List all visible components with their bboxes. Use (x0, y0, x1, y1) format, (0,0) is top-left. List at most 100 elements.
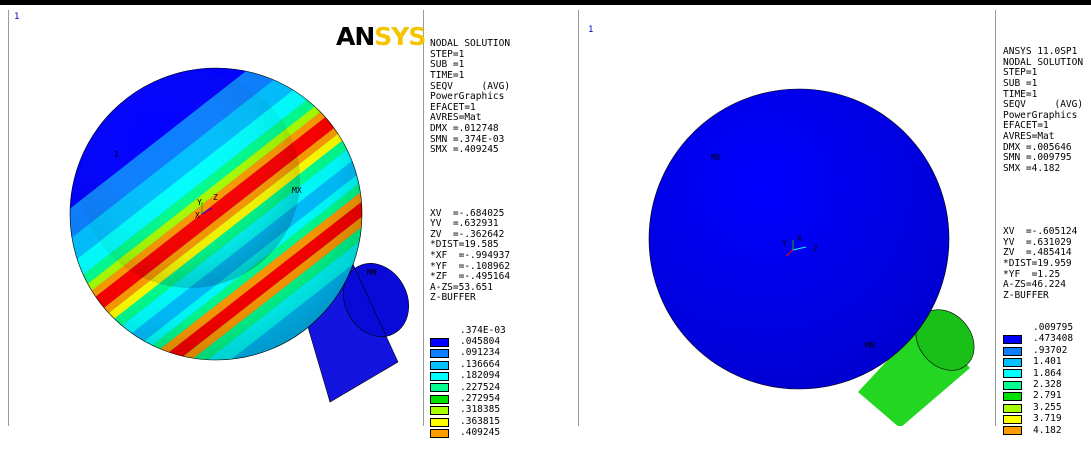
right-contour-value: 1.401 (1033, 356, 1062, 368)
right-contour-swatch (1003, 392, 1022, 402)
right-view-line: A-ZS=46.224 (1003, 279, 1066, 291)
right-sphere (648, 88, 950, 390)
left-window-number: 1 (14, 12, 20, 22)
right-contour-value: 1.864 (1033, 367, 1062, 379)
left-view-line: *DIST=19.585 (430, 239, 499, 251)
left-contour-level: .374E-03 (430, 325, 510, 336)
left-view-line: *ZF =-.495164 (430, 271, 511, 283)
left-legend-line: SEQV (AVG) (430, 80, 511, 92)
left-marker-1: 1 (114, 150, 119, 159)
right-legend-line: SMX =4.182 (1003, 162, 1061, 174)
right-axis-triad: Y Z X (782, 234, 818, 257)
right-contour-value: 2.328 (1033, 378, 1062, 390)
left-contour-level: .363815 (430, 416, 510, 427)
left-contour-level: .136664 (430, 359, 510, 370)
right-contour-level: 3.719 (1003, 414, 1083, 425)
left-contour-swatch (430, 349, 449, 359)
right-contour-level: .009795 (1003, 322, 1083, 334)
right-legend-line: STEP=1 (1003, 67, 1038, 79)
left-view-line: *YF =-.108962 (430, 260, 511, 272)
right-contour-level: 3.255 (1003, 402, 1083, 413)
left-contour-value: .091234 (460, 347, 501, 359)
left-contour-level: .045804 (430, 336, 510, 348)
right-view-line: *YF =1.25 (1003, 268, 1061, 280)
left-view-line: *XF =-.994937 (430, 250, 511, 262)
right-contour-swatch (1003, 380, 1022, 390)
left-view-line: YV =.632931 (430, 218, 499, 230)
right-plot-window[interactable] (578, 10, 996, 426)
left-sphere (70, 68, 362, 360)
left-legend-line: PowerGraphics (430, 91, 505, 103)
right-contour-value: .93702 (1033, 344, 1068, 356)
left-plot-window[interactable] (8, 10, 424, 426)
right-contour-level: 2.328 (1003, 378, 1083, 391)
left-view-line: A-ZS=53.651 (430, 281, 493, 293)
left-axis-x-label: X (195, 211, 200, 220)
ansys-logo: ANSYS (336, 22, 426, 51)
right-contour-level: 4.182 (1003, 425, 1083, 436)
left-contour-value: .227524 (460, 381, 501, 393)
right-contour-swatch (1003, 369, 1022, 379)
right-contour-swatch (1003, 346, 1022, 356)
right-legend-line: TIME=1 (1003, 88, 1038, 100)
right-marker-mn: MN (865, 341, 875, 350)
right-view-line: ZV =.485414 (1003, 247, 1072, 259)
right-contour-swatch (1003, 403, 1022, 413)
left-contour-level: .227524 (430, 382, 510, 393)
right-marker-mx: MX (711, 153, 721, 162)
left-legend-line: DMX =.012748 (430, 122, 499, 134)
left-contour-level: .409245 (430, 428, 510, 439)
right-legend-line: EFACET=1 (1003, 120, 1049, 132)
left-contour-value: .136664 (460, 358, 501, 370)
left-contour-value: .374E-03 (460, 324, 506, 336)
left-contour-value: .363815 (460, 415, 501, 427)
left-contour-swatch (430, 371, 449, 381)
left-contour-level: .182094 (430, 371, 510, 382)
right-view-line: Z-BUFFER (1003, 289, 1049, 301)
left-axis-z-label: Z (213, 193, 218, 202)
left-legend-line: SMN =.374E-03 (430, 133, 505, 145)
left-contour-value: .045804 (460, 336, 501, 347)
left-marker-mx: MX (292, 186, 302, 195)
right-axis-z-label: Z (813, 244, 818, 253)
left-contour-value: .272954 (460, 392, 501, 404)
right-stem (858, 309, 975, 426)
left-view-line: XV =-.684025 (430, 207, 505, 219)
left-axis-triad: Y Z X (195, 193, 218, 221)
left-contour-swatch (430, 406, 449, 416)
right-window-number: 1 (588, 25, 594, 35)
left-view-line: Z-BUFFER (430, 292, 476, 304)
right-contour-level: 2.791 (1003, 391, 1083, 402)
left-legend-line: EFACET=1 (430, 101, 476, 113)
left-legend-line: NODAL SOLUTION (430, 38, 511, 50)
right-view-line: *DIST=19.959 (1003, 258, 1072, 270)
left-marker-mn: MN (367, 268, 377, 277)
right-contour-value: .473408 (1033, 333, 1074, 345)
right-view-line: XV =-.605124 (1003, 226, 1078, 238)
left-contour-swatch (430, 394, 449, 404)
right-legend-line: PowerGraphics (1003, 109, 1078, 121)
left-contour-level: .091234 (430, 348, 510, 359)
right-contour-value: 4.182 (1033, 424, 1062, 436)
left-contour-level: .272954 (430, 392, 510, 405)
plots-graphics: 1 MX MN Y Z X MX MN Y Z X (69, 67, 975, 426)
left-contour-value: .182094 (460, 370, 501, 382)
right-contour-swatch (1003, 357, 1022, 367)
right-legend-line: NODAL SOLUTION (1003, 56, 1084, 68)
left-legend-line: STEP=1 (430, 48, 465, 60)
right-legend-line: SMN =.009795 (1003, 152, 1072, 164)
top-border (0, 0, 1091, 5)
right-axis-y-label: Y (782, 239, 787, 248)
right-legend-line: SUB =1 (1003, 77, 1038, 89)
right-legend-line: SEQV (AVG) (1003, 99, 1084, 111)
left-contour-value: .409245 (460, 427, 501, 439)
right-contour-level: .93702 (1003, 345, 1083, 356)
left-view-line: ZV =-.362642 (430, 228, 505, 240)
right-axis-x-label: X (797, 234, 802, 243)
right-contour-value: 2.791 (1033, 390, 1062, 402)
right-contour-value: 3.255 (1033, 401, 1062, 413)
right-contour-level: .473408 (1003, 334, 1083, 345)
right-view-line: YV =.631029 (1003, 236, 1072, 248)
